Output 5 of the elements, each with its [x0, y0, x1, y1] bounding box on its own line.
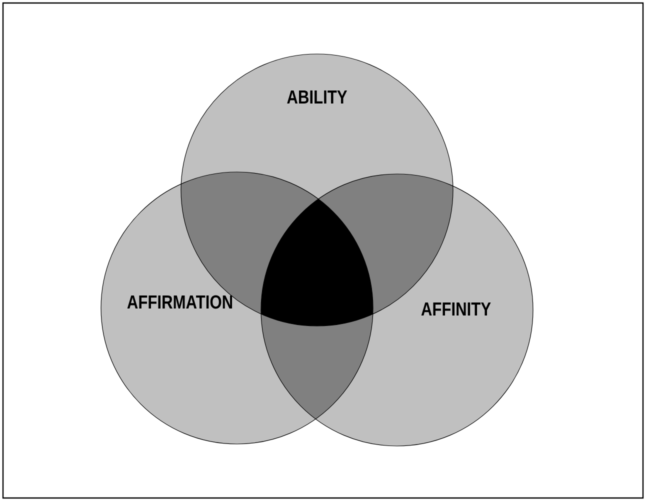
venn-circle	[100, 172, 374, 444]
circle-label: AFFIRMATION	[127, 295, 232, 309]
venn-circle	[260, 174, 534, 446]
circle-label: AFFINITY	[421, 302, 491, 316]
circle-label: ABILITY	[287, 90, 348, 104]
